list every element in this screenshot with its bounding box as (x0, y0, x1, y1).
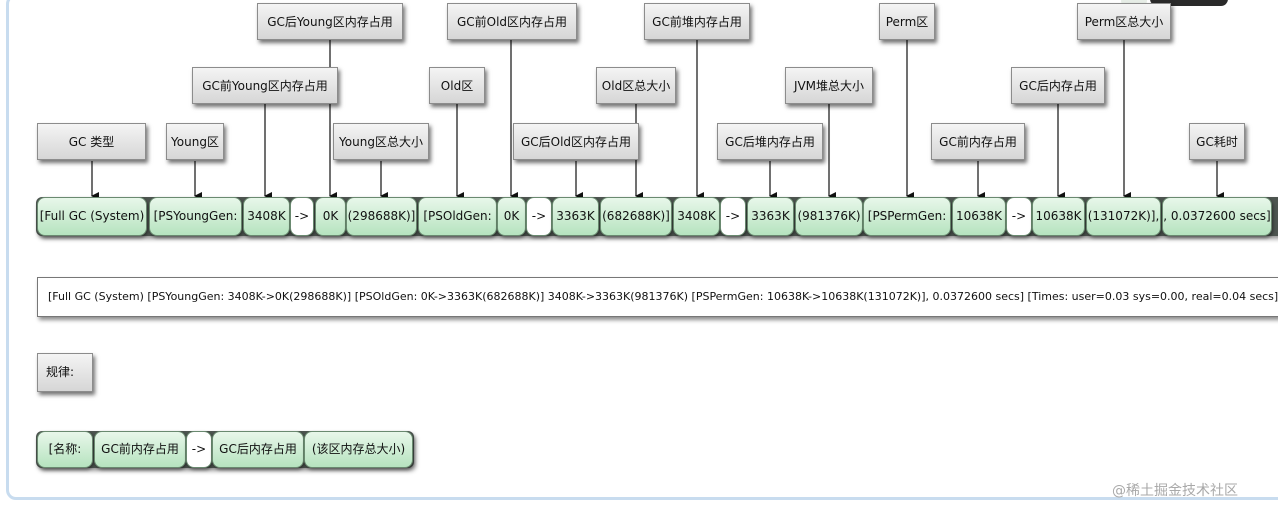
label-jvm-heap-total: JVM堆总大小 (785, 67, 873, 104)
label-gc-time: GC耗时 (1189, 123, 1245, 160)
segment-old-after: 3363K (552, 197, 599, 236)
rule-segment-after: GC后内存占用 (212, 431, 304, 468)
segment-psoldgen: [PSOldGen: (418, 197, 497, 236)
segment-perm-after: 10638K (1032, 197, 1085, 236)
segment-full-gc: [Full GC (System) (37, 197, 147, 236)
label-mem-before: GC前内存占用 (931, 123, 1025, 160)
label-old-after: GC后Old区内存占用 (513, 123, 639, 160)
label-young-before: GC前Young区内存占用 (192, 67, 338, 104)
segment-arrow: -> (720, 197, 746, 236)
label-heap-after: GC后堆内存占用 (717, 123, 823, 160)
rule-segment-before: GC前内存占用 (94, 431, 186, 468)
segment-arrow: -> (290, 197, 314, 236)
segment-young-total: (298688K)] (346, 197, 417, 236)
label-heap-before: GC前堆内存占用 (644, 3, 750, 40)
segment-perm-total: (131072K)], (1086, 197, 1161, 236)
segment-young-before: 3408K (243, 197, 290, 236)
segment-pspermgen: [PSPermGen: (863, 197, 951, 236)
gc-log-line: [Full GC (System) [PSYoungGen: 3408K->0K… (37, 277, 1278, 317)
segment-heap-after: 3363K (747, 197, 794, 236)
label-old-total: Old区总大小 (596, 67, 676, 104)
label-perm-total: Perm区总大小 (1077, 3, 1171, 40)
label-gc-type: GC 类型 (37, 123, 146, 160)
segment-old-total: (682688K)] (600, 197, 672, 236)
rule-segment-arrow: -> (186, 431, 212, 468)
segment-heap-before: 3408K (673, 197, 720, 236)
label-perm: Perm区 (879, 3, 935, 40)
segment-old-before: 0K (497, 197, 526, 236)
segment-gc-time: , 0.0372600 secs] (1162, 197, 1272, 236)
segment-arrow: -> (526, 197, 552, 236)
label-old: Old区 (429, 67, 485, 104)
watermark: @稀土掘金技术社区 (1112, 483, 1238, 499)
rule-segment-total: (该区内存总大小) (304, 431, 413, 468)
rule-title: 规律: (37, 353, 93, 392)
label-young-total: Young区总大小 (333, 123, 429, 160)
top-overlay-bar (1150, 0, 1228, 6)
label-young: Young区 (166, 123, 224, 160)
label-mem-after: GC后内存占用 (1011, 67, 1105, 104)
segment-psyounggen: [PSYoungGen: (149, 197, 242, 236)
segment-young-after: 0K (315, 197, 346, 236)
segment-heap-total: (981376K) (795, 197, 863, 236)
rule-segment-name: [名称: (37, 431, 93, 468)
label-young-after: GC后Young区内存占用 (257, 3, 403, 40)
label-old-before: GC前Old区内存占用 (447, 3, 577, 40)
segment-arrow: -> (1006, 197, 1032, 236)
segment-perm-before: 10638K (952, 197, 1006, 236)
